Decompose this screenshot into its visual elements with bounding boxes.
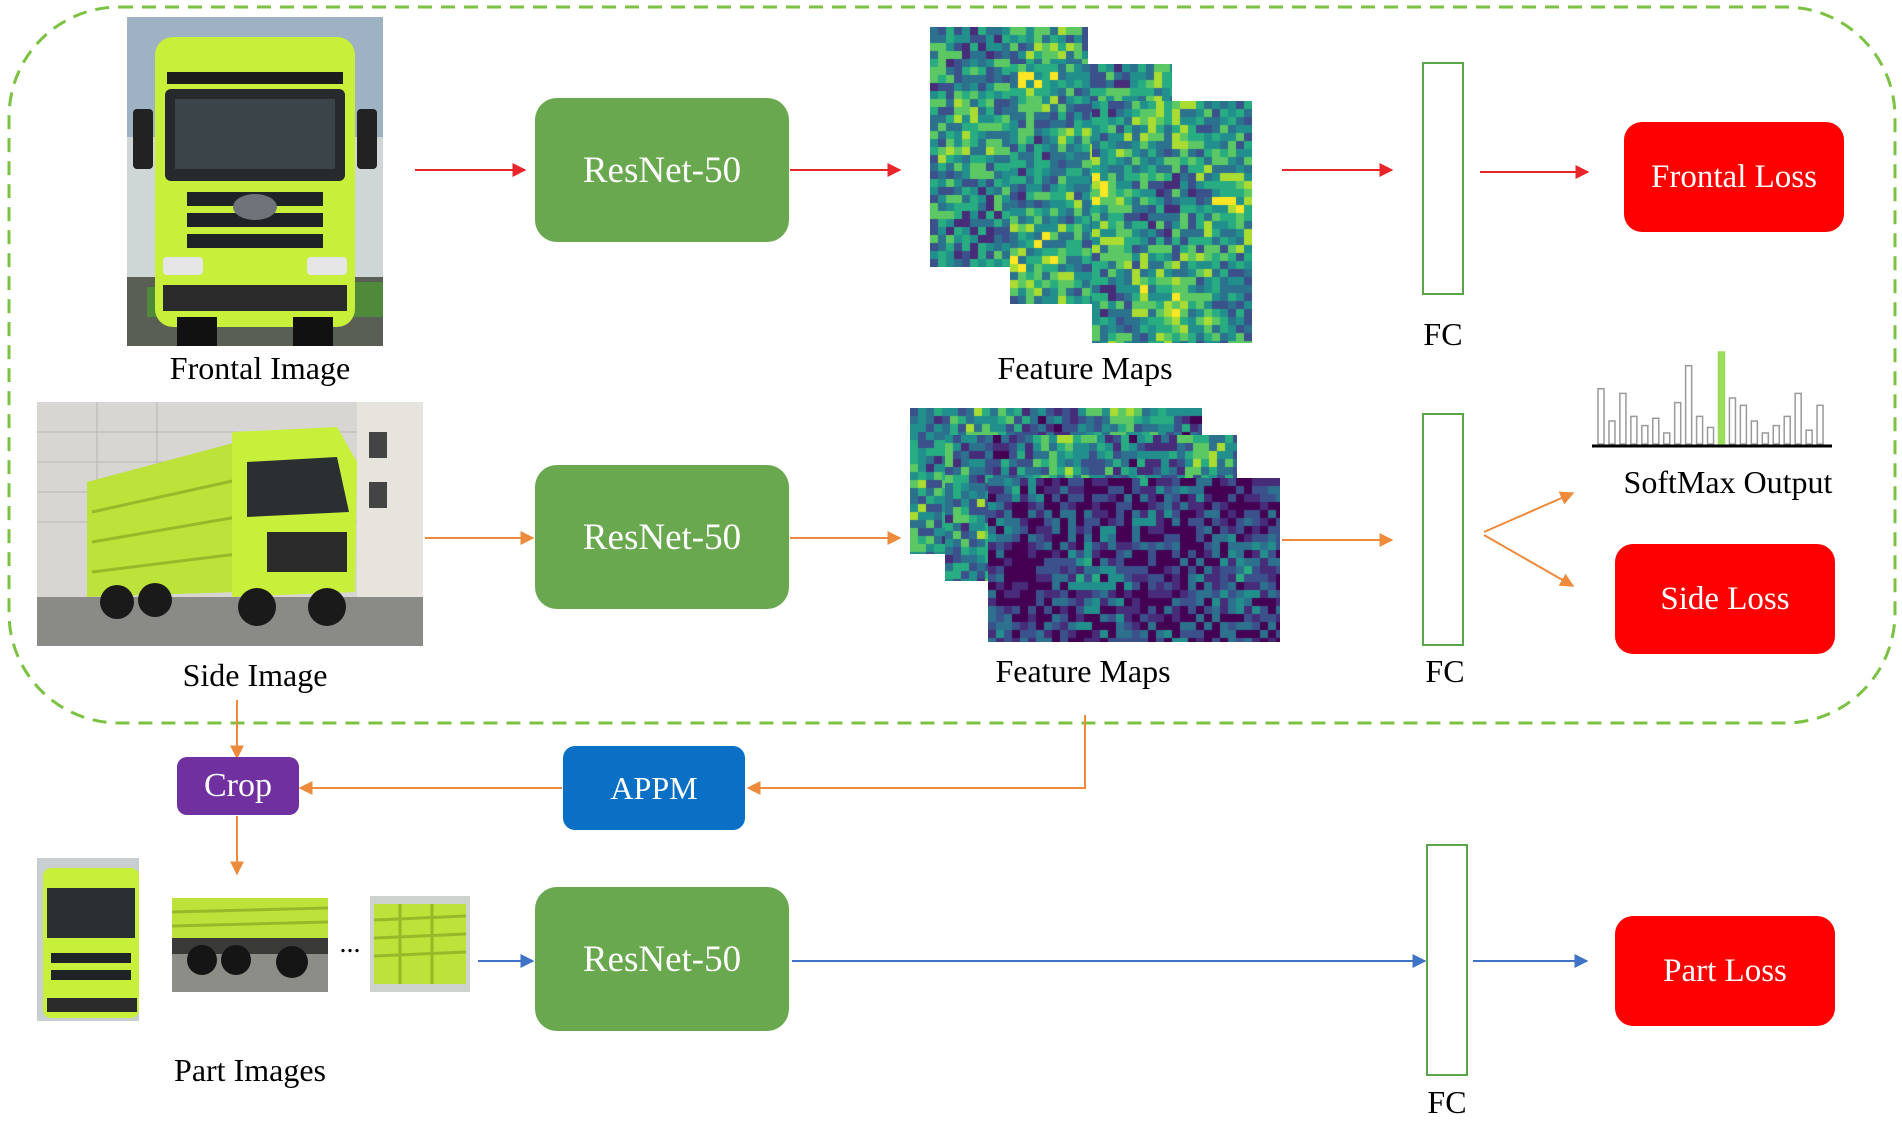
softmax-bar <box>1695 415 1704 445</box>
crop-box: Crop <box>177 757 299 815</box>
feature-map-heatmap-icon <box>1092 101 1252 343</box>
softmax-bar <box>1706 426 1715 445</box>
truck-photo-icon <box>37 858 139 1021</box>
softmax-bar <box>1608 420 1616 445</box>
truck-photo-icon <box>127 17 383 346</box>
softmax-bar <box>1630 415 1638 445</box>
softmax-bar <box>1684 365 1693 445</box>
truck-photo-icon <box>37 402 423 646</box>
fc-label-frontal: FC <box>1423 316 1463 352</box>
softmax-output-label: SoftMax Output <box>1623 464 1833 500</box>
softmax-bar <box>1805 429 1813 445</box>
softmax-bar <box>1728 397 1737 445</box>
softmax-bar <box>1816 404 1824 445</box>
feature-map-heatmap-icon <box>988 478 1280 642</box>
appm-box: APPM <box>563 746 745 830</box>
softmax-bar <box>1750 420 1759 445</box>
softmax-bar <box>1772 424 1781 445</box>
part-loss-box: Part Loss <box>1615 916 1835 1026</box>
part-images-ellipsis: ... <box>339 928 361 959</box>
softmax-bar <box>1641 424 1649 445</box>
fc-layer-part <box>1426 844 1468 1076</box>
fc-layer-frontal <box>1422 62 1464 295</box>
softmax-output-chart <box>1592 351 1832 448</box>
part-image-cargo <box>370 896 470 992</box>
softmax-bar <box>1794 392 1802 445</box>
softmax-bar <box>1717 351 1726 445</box>
softmax-bar <box>1739 404 1748 445</box>
frontal-loss-box: Frontal Loss <box>1624 122 1844 232</box>
part-images-label: Part Images <box>174 1052 326 1088</box>
arrow-featuremaps-to-appm <box>746 715 1086 795</box>
softmax-bar <box>1597 388 1605 445</box>
arrow-fc-to-softmax <box>1483 491 1575 533</box>
side-truck-photo <box>37 402 423 646</box>
part-image-wheels <box>172 898 328 992</box>
resnet-50-side: ResNet-50 <box>535 465 789 609</box>
fc-label-part: FC <box>1427 1084 1467 1120</box>
fc-label-side: FC <box>1425 653 1465 689</box>
dashed-region <box>7 5 1897 725</box>
arrow-fc-to-side-loss <box>1483 534 1575 587</box>
truck-photo-icon <box>370 896 470 992</box>
softmax-bar <box>1783 415 1791 445</box>
fc-layer-side <box>1422 413 1464 646</box>
resnet-50-frontal: ResNet-50 <box>535 98 789 242</box>
frontal-image-label: Frontal Image <box>169 350 351 386</box>
softmax-bar <box>1662 432 1671 445</box>
softmax-bar <box>1652 417 1660 445</box>
truck-photo-icon <box>172 898 328 992</box>
side-loss-box: Side Loss <box>1615 544 1835 654</box>
feature-maps-label-frontal: Feature Maps <box>997 350 1173 386</box>
softmax-bar <box>1673 401 1682 445</box>
resnet-50-part: ResNet-50 <box>535 887 789 1031</box>
softmax-bar <box>1619 392 1627 445</box>
part-image-front <box>37 858 139 1021</box>
softmax-bar <box>1761 432 1770 445</box>
frontal-truck-photo <box>127 17 383 346</box>
feature-maps-label-side: Feature Maps <box>995 653 1171 689</box>
side-image-label: Side Image <box>182 657 328 693</box>
